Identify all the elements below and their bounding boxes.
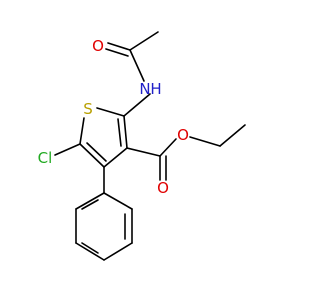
bond-c3-ester-carbon bbox=[126, 147, 161, 157]
bond-phenyl-1-2 bbox=[103, 192, 133, 210]
chemical-structure-diagram: O N H S Cl O O bbox=[38, 31, 246, 261]
bond-nitrogen-c2 bbox=[123, 93, 151, 117]
atom-sulfur-ring: S bbox=[83, 100, 93, 118]
bond-phenyl-4-5 bbox=[75, 242, 105, 261]
atom-labels: O N H S Cl O O bbox=[38, 37, 189, 197]
atom-oxygen-ether: O bbox=[177, 126, 189, 144]
bond-phenyl-inner-b bbox=[81, 242, 99, 254]
bond-c5-c4-double-a bbox=[79, 143, 105, 168]
atom-chlorine: Cl bbox=[38, 149, 53, 167]
atom-nitrogen-amide: N bbox=[139, 80, 150, 98]
bond-phenyl-3-4 bbox=[103, 242, 133, 261]
bond-c3-c2-double-a bbox=[123, 115, 128, 149]
bond-c5-c4-double-b bbox=[86, 142, 107, 162]
bond-c2-s bbox=[96, 107, 125, 117]
bond-acetyl-co-double-a bbox=[107, 42, 131, 51]
bond-phenyl-inner-c bbox=[81, 199, 99, 210]
bonds bbox=[54, 31, 246, 261]
bond-carbonyl-nitrogen bbox=[129, 49, 145, 82]
bond-ch2-ch3 bbox=[219, 124, 246, 147]
bond-s-c5 bbox=[79, 117, 85, 145]
atom-oxygen-acetyl: O bbox=[92, 37, 104, 55]
atom-hydrogen-amide: H bbox=[150, 80, 161, 98]
atom-oxygen-carbonyl: O bbox=[157, 179, 169, 197]
bond-acetyl-co-double-b bbox=[105, 48, 129, 57]
bond-oxygen-ch2 bbox=[189, 136, 221, 147]
bond-phenyl-6-1 bbox=[75, 192, 105, 210]
bond-c5-cl bbox=[54, 143, 81, 156]
bond-methyl-carbonyl bbox=[129, 31, 159, 51]
bond-c3-c2-double-b bbox=[117, 118, 122, 147]
bond-ester-carbon-oxygen bbox=[159, 138, 177, 157]
bond-c4-c3 bbox=[103, 147, 128, 168]
